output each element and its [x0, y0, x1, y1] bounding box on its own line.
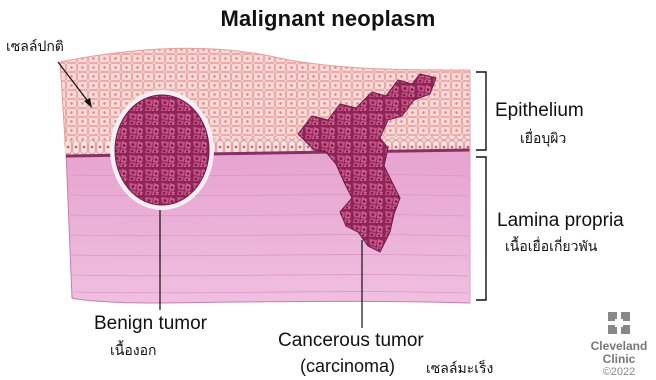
- benign-tumor-core: [115, 95, 209, 205]
- lamina-bracket: [476, 157, 486, 300]
- logo-year: ©2022: [590, 366, 648, 378]
- cancerous-tumor-label: Cancerous tumor: [278, 330, 424, 352]
- epithelium-thai-label: เยื่อบุผิว: [520, 128, 566, 150]
- lamina-propria-label: Lamina propria: [497, 210, 624, 232]
- epithelium-label: Epithelium: [495, 100, 584, 122]
- epithelium-bracket: [476, 72, 486, 150]
- normal-cell-label: เซลล์ปกติ: [6, 36, 64, 58]
- cleveland-clinic-logo-icon: [608, 312, 630, 334]
- lamina-propria-thai-label: เนื้อเยื่อเกี่ยวพัน: [505, 236, 597, 258]
- benign-tumor-thai-label: เนื้องอก: [110, 340, 156, 362]
- cleveland-clinic-logo: Cleveland Clinic ©2022: [590, 312, 648, 378]
- logo-line2: Clinic: [590, 353, 648, 366]
- diagram-title: Malignant neoplasm: [0, 6, 656, 32]
- carcinoma-label: (carcinoma): [300, 356, 395, 377]
- cancerous-tumor-thai-label: เซลล์มะเร็ง: [426, 358, 493, 380]
- benign-tumor-label: Benign tumor: [94, 313, 207, 335]
